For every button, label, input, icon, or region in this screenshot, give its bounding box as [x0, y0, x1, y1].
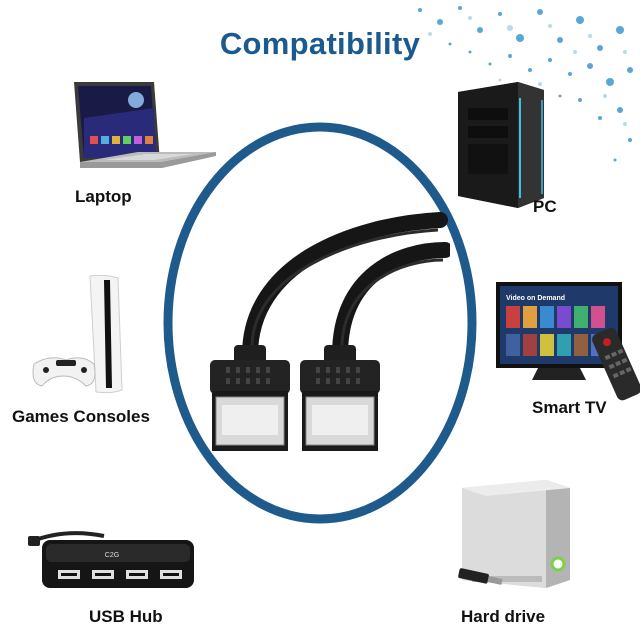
- page-title: Compatibility: [219, 26, 421, 61]
- hard-drive-label: Hard drive: [461, 607, 546, 626]
- pc-label: PC: [533, 197, 557, 216]
- laptop-label: Laptop: [75, 187, 132, 206]
- hard-drive-icon: [458, 480, 570, 588]
- game-console-icon: [32, 274, 123, 394]
- usb-cable-image: [210, 212, 450, 451]
- smart-tv-label: Smart TV: [532, 398, 607, 417]
- laptop-icon: [74, 82, 216, 168]
- decorative-dots: [418, 6, 633, 162]
- games-consoles-label: Games Consoles: [12, 407, 150, 426]
- center-ring: [163, 122, 477, 524]
- smart-tv-icon: Video on Demand: [496, 282, 640, 401]
- usb-hub-icon: C2G: [28, 531, 194, 588]
- desktop-tower-icon: [458, 82, 544, 208]
- hub-brand-text: C2G: [105, 552, 119, 559]
- usb-hub-label: USB Hub: [89, 607, 163, 626]
- tv-screen-text: Video on Demand: [506, 295, 565, 302]
